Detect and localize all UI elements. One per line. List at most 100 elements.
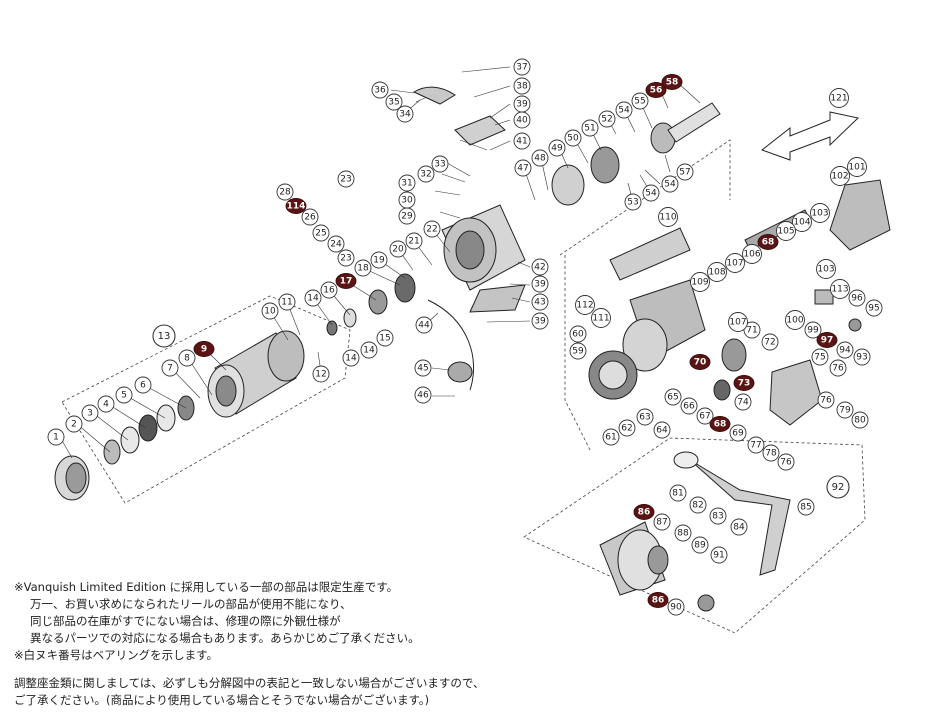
- callout-label: 2: [71, 420, 77, 430]
- gear-group-outline: [564, 255, 591, 451]
- group-outlines: [61, 139, 866, 634]
- callout-label: 100: [786, 316, 803, 326]
- callout-label: 11: [281, 298, 292, 308]
- callout-label: 80: [854, 416, 866, 426]
- callout-103a: 103: [810, 203, 830, 223]
- callout-label: 49: [551, 144, 563, 154]
- callout-46: 46: [414, 386, 432, 404]
- callout-label: 87: [656, 518, 667, 528]
- callout-label: 61: [605, 433, 616, 443]
- callout-110: 110: [658, 207, 678, 227]
- callout-93: 93: [853, 348, 871, 366]
- callout-label: 65: [667, 393, 678, 403]
- callout-label: 45: [417, 364, 428, 374]
- callout-66: 66: [680, 397, 698, 415]
- callout-39a: 39: [513, 95, 531, 113]
- callout-label: 54: [664, 180, 676, 190]
- callout-label: 84: [733, 523, 745, 533]
- callout-54c: 54: [661, 175, 679, 193]
- callout-label: 31: [401, 179, 412, 189]
- callout-label: 18: [357, 264, 369, 274]
- callout-6: 6: [134, 376, 152, 394]
- callout-label: 63: [639, 413, 650, 423]
- callout-label: 34: [399, 110, 411, 120]
- callout-14a: 14: [304, 289, 322, 307]
- callout-label: 86: [652, 596, 665, 606]
- callout-16: 16: [320, 281, 338, 299]
- callout-99: 99: [804, 321, 822, 339]
- callout-23a: 23: [337, 170, 355, 188]
- callout-label: 107: [729, 318, 746, 328]
- callout-label: 64: [656, 426, 668, 436]
- callout-label: 15: [379, 334, 390, 344]
- callout-45: 45: [414, 359, 432, 377]
- callout-17: 17: [335, 273, 357, 289]
- callout-label: 99: [807, 326, 819, 336]
- rotor: [441, 204, 526, 291]
- callout-25: 25: [312, 224, 330, 242]
- callout-28: 28: [276, 183, 294, 201]
- callout-label: 104: [793, 218, 810, 228]
- callout-label: 47: [517, 164, 528, 174]
- callout-label: 19: [373, 256, 385, 266]
- callout-91: 91: [710, 546, 728, 564]
- callout-107a: 107: [725, 253, 745, 273]
- note-limited-edition: ※Vanquish Limited Edition に採用している一部の部品は限…: [14, 580, 399, 594]
- callout-label: 30: [401, 196, 413, 206]
- callout-87: 87: [653, 513, 671, 531]
- line-roller: [447, 361, 473, 383]
- notes-block: ※Vanquish Limited Edition に採用している一部の部品は限…: [14, 579, 574, 709]
- callout-61: 61: [602, 428, 620, 446]
- callout-label: 109: [691, 278, 708, 288]
- callout-67: 67: [696, 407, 714, 425]
- callout-label: 71: [746, 326, 757, 336]
- callout-60: 60: [569, 325, 587, 343]
- callout-1: 1: [47, 428, 65, 446]
- callout-label: 4: [103, 400, 109, 410]
- callout-label: 56: [650, 86, 663, 96]
- callout-85: 85: [797, 498, 815, 516]
- pinion-assembly: [551, 102, 721, 206]
- callout-label: 66: [683, 402, 695, 412]
- callout-56: 56: [645, 82, 667, 98]
- callout-label: 32: [420, 170, 431, 180]
- callout-63: 63: [636, 408, 654, 426]
- callout-75: 75: [811, 348, 829, 366]
- callout-19: 19: [370, 251, 388, 269]
- callout-label: 7: [167, 364, 173, 374]
- callout-label: 17: [340, 277, 353, 287]
- callout-label: 114: [287, 202, 306, 212]
- callout-8: 8: [178, 349, 196, 367]
- callout-14c: 14: [342, 349, 360, 367]
- callout-label: 78: [765, 449, 777, 459]
- callout-68a: 68: [709, 416, 731, 432]
- callout-label: 39: [534, 317, 546, 327]
- callout-label: 76: [820, 396, 832, 406]
- callout-13: 13: [152, 324, 176, 348]
- callout-121: 121: [829, 88, 849, 108]
- callout-label: 88: [677, 529, 689, 539]
- callout-89: 89: [691, 536, 709, 554]
- spool: [207, 330, 305, 418]
- callout-55: 55: [631, 92, 649, 110]
- callout-label: 55: [634, 97, 645, 107]
- callout-label: 40: [516, 116, 528, 126]
- callout-72: 72: [761, 333, 779, 351]
- callout-label: 53: [627, 198, 638, 208]
- callout-101: 101: [847, 157, 867, 177]
- callout-114: 114: [285, 198, 307, 214]
- callout-76c: 76: [777, 453, 795, 471]
- callout-label: 21: [408, 237, 419, 247]
- callout-label: 73: [738, 379, 751, 389]
- spool-washers: [326, 273, 416, 336]
- bail-wire: [427, 299, 474, 391]
- callout-label: 35: [388, 98, 399, 108]
- callout-label: 54: [645, 189, 657, 199]
- callout-label: 103: [811, 209, 828, 219]
- note-bearing: ※白ヌキ番号はベアリングを示します。: [14, 648, 218, 662]
- callout-label: 90: [670, 603, 682, 613]
- callout-48: 48: [531, 149, 549, 167]
- callout-label: 92: [832, 482, 845, 493]
- callout-111: 111: [591, 308, 611, 328]
- callout-83: 83: [709, 507, 727, 525]
